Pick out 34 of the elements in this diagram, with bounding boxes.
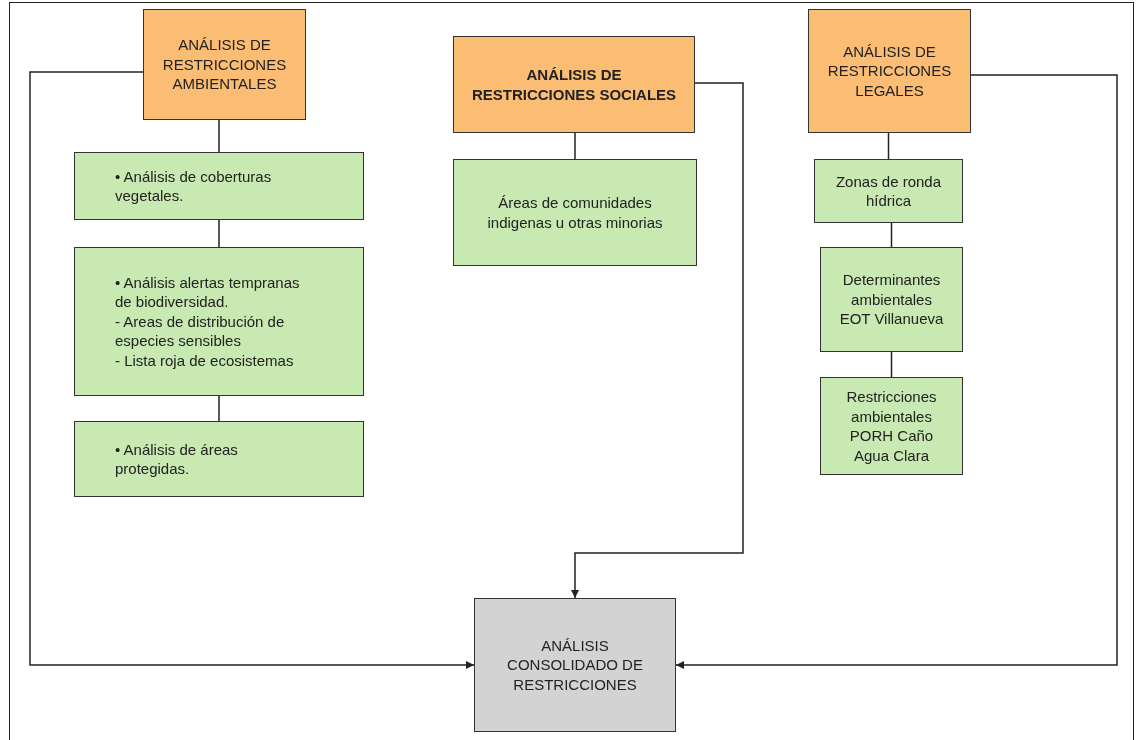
- box-text: - Areas de distribución de especies sensibles: [115, 311, 286, 351]
- category-box: [808, 9, 971, 133]
- item-box: [814, 159, 963, 223]
- box-text: • Análisis de áreas protegidas.: [115, 439, 239, 479]
- arrow: [675, 74, 1118, 669]
- connector-line: [574, 132, 576, 160]
- box-text: • Análisis alertas tempranas de biodiversidad.: [115, 272, 301, 312]
- connector-line: [218, 219, 220, 248]
- connector-line: [887, 132, 890, 160]
- box-text: Áreas de comunidades indigenas u otras minorias: [486, 193, 664, 232]
- box-text: ANÁLISIS CONSOLIDADO DE RESTRICCIONES: [506, 635, 644, 695]
- item-box: [820, 247, 963, 352]
- connector-line: [890, 222, 893, 248]
- item-box: [74, 421, 364, 497]
- arrow: [29, 71, 475, 669]
- category-box: [453, 36, 695, 133]
- box-text: ANÁLISIS DE RESTRICCIONES SOCIALES: [470, 65, 678, 104]
- category-box: [143, 9, 306, 120]
- box-text: Restricciones ambientales PORH Caño Agua Clara: [845, 387, 938, 465]
- result-box: [474, 598, 676, 732]
- connector-line: [218, 119, 220, 153]
- connector-line: [890, 351, 893, 378]
- box-text: ANÁLISIS DE RESTRICCIONES AMBIENTALES: [161, 35, 288, 94]
- box-text: Zonas de ronda hídrica: [834, 171, 943, 211]
- box-text: - Lista roja de ecosistemas: [115, 350, 295, 371]
- box-text: ANÁLISIS DE RESTRICCIONES LEGALES: [826, 41, 953, 101]
- box-text: • Análisis de coberturas vegetales.: [115, 166, 273, 206]
- box-text: Determinantes ambientales EOT Villanueva: [838, 270, 945, 329]
- item-box: [74, 152, 364, 220]
- item-box: [820, 377, 963, 475]
- item-box: [453, 159, 697, 266]
- item-box: [74, 247, 364, 396]
- arrow: [571, 82, 744, 599]
- connector-line: [218, 395, 220, 422]
